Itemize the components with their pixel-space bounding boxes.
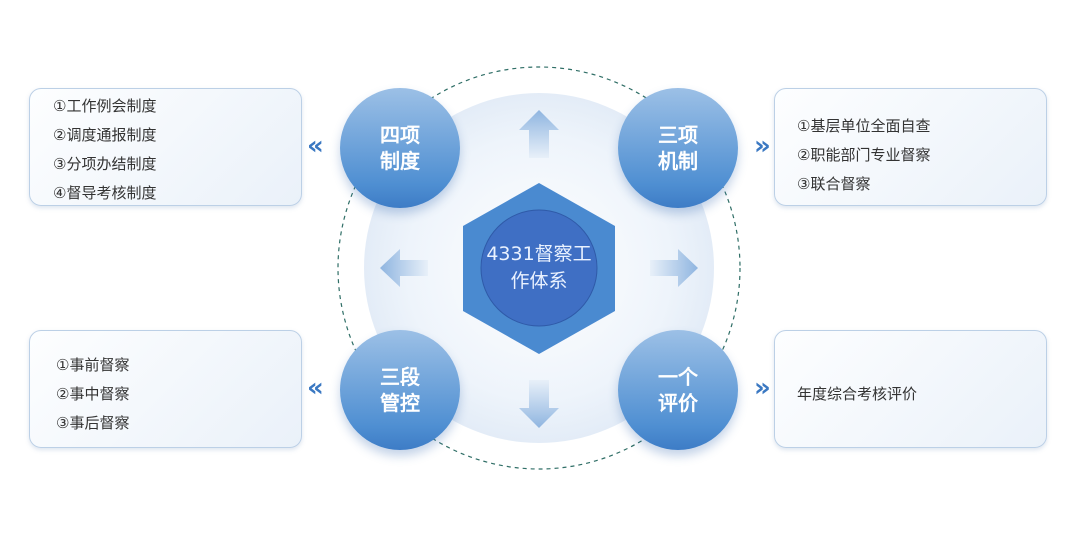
node-four-systems: 四项制度: [340, 88, 460, 208]
list-item: ③分项办结制度: [53, 155, 157, 173]
node-three-mechanisms: 三项机制: [618, 88, 738, 208]
center-title: 4331督察工作体系: [486, 243, 592, 292]
center-inner-circle: [480, 209, 598, 327]
node-one-evaluation: 一个评价: [618, 330, 738, 450]
list-item: ①工作例会制度: [53, 97, 157, 115]
box-three-stages: ①事前督察 ②事中督察 ③事后督察: [29, 330, 302, 448]
chevron-right-icon: »: [754, 131, 771, 161]
arrow-right-icon: [650, 249, 698, 287]
list-item: ①事前督察: [56, 356, 130, 374]
box-three-mechanisms: ①基层单位全面自查 ②职能部门专业督察 ③联合督察: [774, 88, 1047, 206]
node-three-stages: 三段管控: [340, 330, 460, 450]
arrow-down-icon: [519, 380, 559, 428]
arrow-left-icon: [380, 249, 428, 287]
list-item: ④督导考核制度: [53, 184, 157, 202]
list-item: ②职能部门专业督察: [797, 146, 931, 164]
arrow-up-icon: [519, 110, 559, 158]
chevron-left-icon: «: [307, 131, 324, 161]
list-item: ②调度通报制度: [53, 126, 157, 144]
box-four-systems: ①工作例会制度 ②调度通报制度 ③分项办结制度 ④督导考核制度: [29, 88, 302, 206]
box-one-evaluation: 年度综合考核评价: [774, 330, 1047, 448]
chevron-left-icon: «: [307, 373, 324, 403]
list-item: ③事后督察: [56, 414, 130, 432]
list-item: ①基层单位全面自查: [797, 117, 931, 135]
chevron-right-icon: »: [754, 373, 771, 403]
list-item: 年度综合考核评价: [797, 385, 918, 403]
outer-dashed-ring: [337, 66, 741, 470]
list-item: ②事中督察: [56, 385, 130, 403]
list-item: ③联合督察: [797, 175, 871, 193]
